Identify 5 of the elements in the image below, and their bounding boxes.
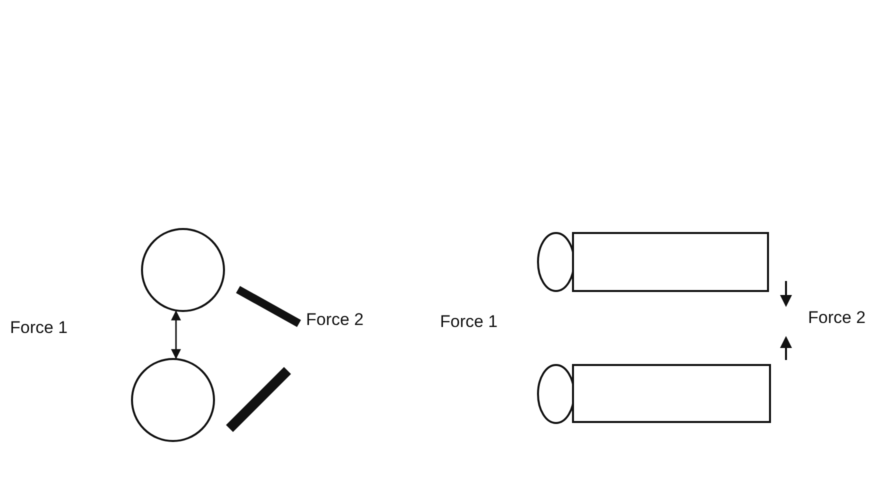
force-label: Force 2	[306, 310, 364, 330]
force-label: Force 2	[808, 308, 866, 328]
force-label: Force 1	[10, 318, 68, 338]
force-label: Force 1	[440, 312, 498, 332]
double-arrow	[171, 310, 181, 360]
